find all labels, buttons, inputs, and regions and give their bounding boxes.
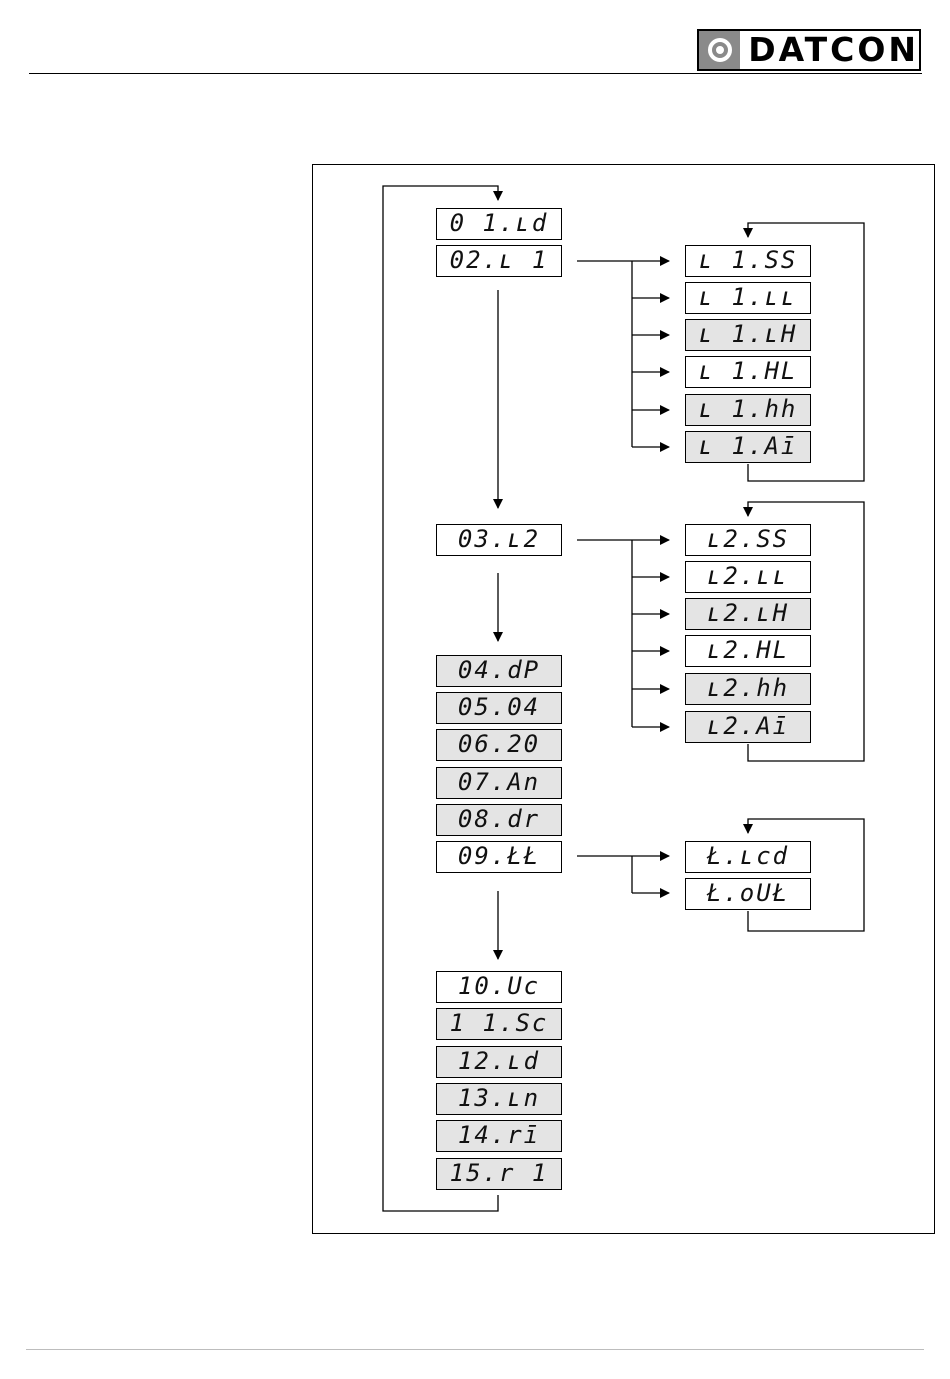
main-menu-display-9: 09.ŁŁ (436, 841, 562, 873)
main-menu-display-2: 02.ʟ 1 (436, 245, 562, 277)
main-menu-display-3: 03.ʟ2 (436, 524, 562, 556)
main-menu-display-8: 08.dr (436, 804, 562, 836)
main-menu-display-1: 0 1.ʟd (436, 208, 562, 240)
main-menu-display-6: 06.20 (436, 729, 562, 761)
main-menu-display-5: 05.04 (436, 692, 562, 724)
relay2-submenu-display-6: ʟ2.Aī (685, 711, 811, 743)
relay2-submenu-display-2: ʟ2.ʟʟ (685, 561, 811, 593)
main-menu-display-15: 15.r 1 (436, 1158, 562, 1190)
relay2-submenu-display-3: ʟ2.ʟH (685, 598, 811, 630)
main-menu-display-13: 13.ʟn (436, 1083, 562, 1115)
relay1-submenu-display-3: ʟ 1.ʟH (685, 319, 811, 351)
relay2-submenu-display-1: ʟ2.SS (685, 524, 811, 556)
relay2-submenu-display-4: ʟ2.HL (685, 635, 811, 667)
footer-rule (26, 1349, 924, 1350)
timer-submenu-display-1: Ł.ʟcd (685, 841, 811, 873)
relay1-submenu-display-4: ʟ 1.HL (685, 356, 811, 388)
main-menu-display-14: 14.rī (436, 1120, 562, 1152)
relay1-submenu-display-5: ʟ 1.hh (685, 394, 811, 426)
main-menu-display-7: 07.An (436, 767, 562, 799)
main-menu-display-10: 10.Uc (436, 971, 562, 1003)
relay1-submenu-display-1: ʟ 1.SS (685, 245, 811, 277)
main-menu-display-4: 04.dP (436, 655, 562, 687)
relay1-submenu-display-6: ʟ 1.Aī (685, 431, 811, 463)
relay1-submenu-display-2: ʟ 1.ʟʟ (685, 282, 811, 314)
relay2-submenu-display-5: ʟ2.hh (685, 673, 811, 705)
timer-submenu-display-2: Ł.oUŁ (685, 878, 811, 910)
main-menu-display-11: 1 1.Sc (436, 1008, 562, 1040)
main-menu-display-12: 12.ʟd (436, 1046, 562, 1078)
